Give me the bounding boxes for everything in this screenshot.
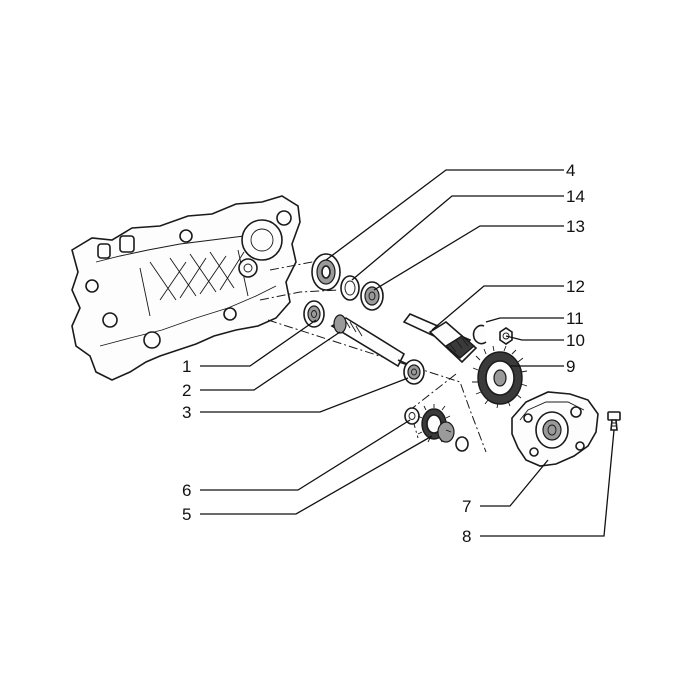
leader-5 <box>200 435 433 515</box>
output-shaft-part-12 <box>402 313 478 364</box>
callout-1: 1 <box>182 357 191 376</box>
callout-7: 7 <box>462 497 471 516</box>
callout-12: 12 <box>566 277 585 296</box>
leader-14 <box>351 195 564 281</box>
leader-4 <box>325 169 564 261</box>
bearing-part-13 <box>360 281 384 311</box>
bearing-part-1 <box>303 300 325 328</box>
crankcase-housing <box>71 195 301 381</box>
callout-13: 13 <box>566 217 585 236</box>
intermediate-gear-part-5 <box>417 404 469 452</box>
leader-7 <box>480 459 549 507</box>
gear-part-9 <box>472 345 528 409</box>
leader-2 <box>200 331 341 391</box>
gearbox-cover-part-7 <box>511 391 599 467</box>
callout-11: 11 <box>566 309 584 328</box>
leader-13 <box>373 225 564 291</box>
bearing-part-3 <box>403 359 425 385</box>
leader-11 <box>485 317 564 323</box>
callout-8: 8 <box>462 527 471 546</box>
callout-labels: 4 14 13 12 11 10 9 1 2 3 6 5 7 8 <box>182 161 585 546</box>
leader-8 <box>480 429 615 537</box>
callout-5: 5 <box>182 505 191 524</box>
bolt-part-8 <box>607 411 621 431</box>
callout-6: 6 <box>182 481 191 500</box>
bearing-part-4 <box>311 253 341 291</box>
callout-4: 4 <box>566 161 575 180</box>
callout-3: 3 <box>182 403 191 422</box>
seal-ring-part-14 <box>340 275 360 301</box>
circlip-part-11 <box>472 324 487 345</box>
callout-14: 14 <box>566 187 585 206</box>
leader-6 <box>200 419 411 491</box>
leader-1 <box>200 319 317 367</box>
splined-shaft-part-2 <box>330 314 417 369</box>
leader-10 <box>505 335 564 341</box>
leader-lines <box>200 169 615 537</box>
leader-3 <box>200 377 409 413</box>
callout-2: 2 <box>182 381 191 400</box>
callout-9: 9 <box>566 357 575 376</box>
callout-10: 10 <box>566 331 585 350</box>
leader-12 <box>431 285 564 331</box>
